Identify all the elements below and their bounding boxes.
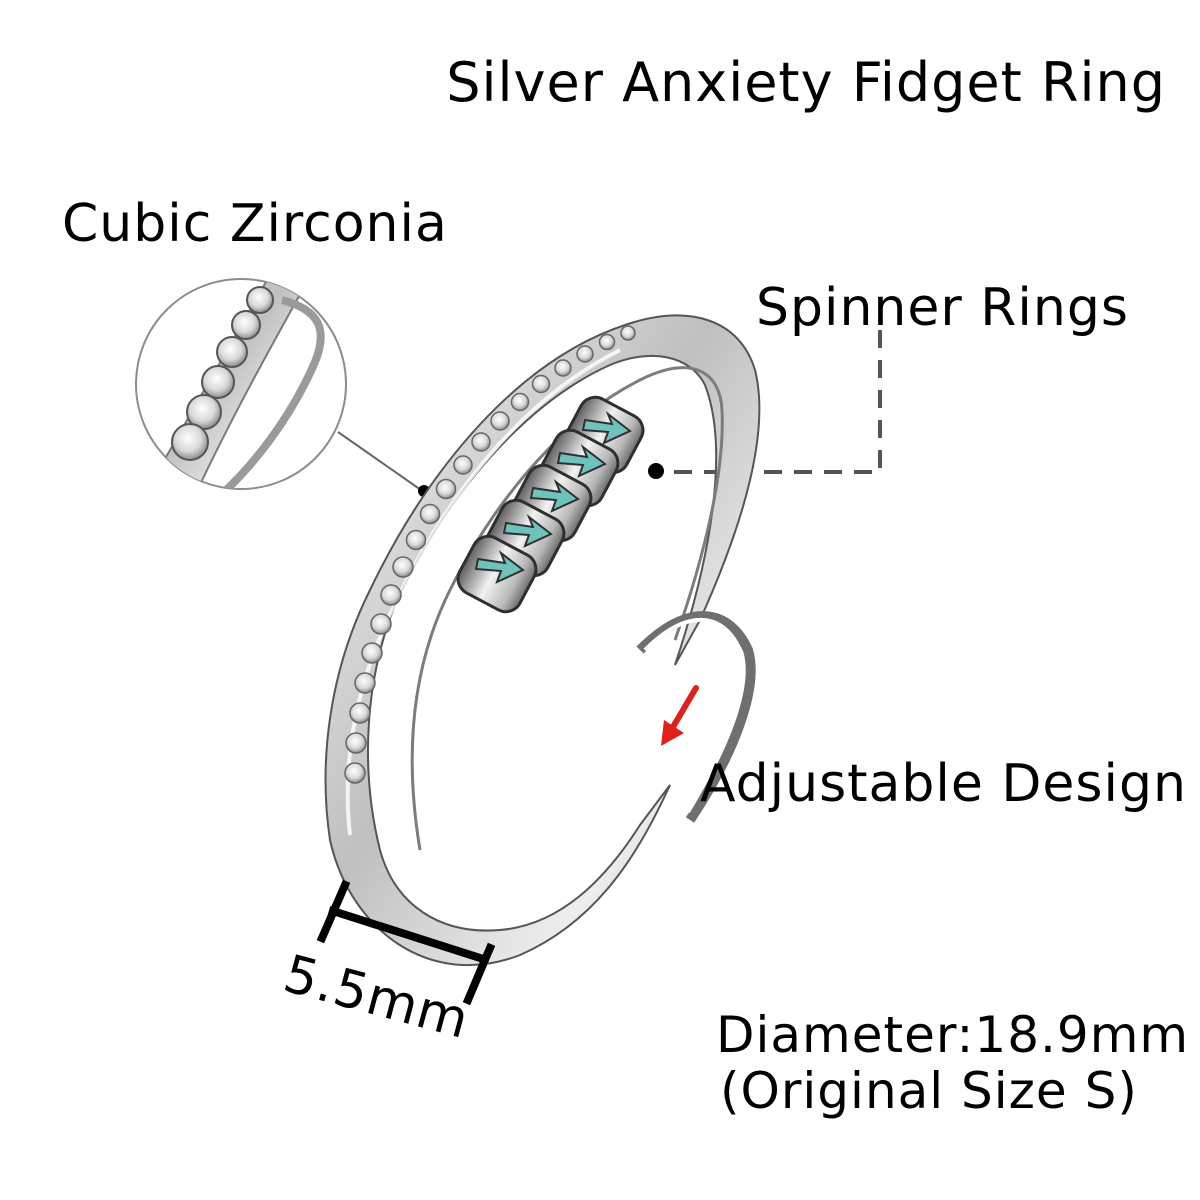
spinner-rings <box>456 395 645 614</box>
size-note-label: (Original Size S) <box>720 1062 1138 1120</box>
adjustable-design-label: Adjustable Design <box>700 754 1187 814</box>
ring-body <box>324 314 761 967</box>
spinner-ring <box>456 534 538 614</box>
spinner-rings-label: Spinner Rings <box>756 278 1129 338</box>
zirconia-zoom-callout <box>135 278 347 490</box>
teal-right-arrow-icon <box>502 513 553 548</box>
cubic-zirconia-label: Cubic Zirconia <box>62 194 448 254</box>
teal-right-arrow-icon <box>556 443 607 478</box>
spinner-leader-dot <box>648 463 664 479</box>
red-down-left-arrow-icon <box>661 685 699 746</box>
zirconia-leader-line <box>337 431 422 491</box>
band-width-dimension <box>316 879 496 1006</box>
teal-right-arrow-icon <box>581 410 632 445</box>
teal-right-arrow-icon <box>474 549 525 584</box>
spinner-leader-line <box>660 330 882 474</box>
zirconia-stone-row <box>344 325 636 784</box>
teal-right-arrow-icon <box>529 478 580 513</box>
diameter-label: Diameter:18.9mm <box>716 1006 1190 1064</box>
product-title: Silver Anxiety Fidget Ring <box>446 51 1166 114</box>
